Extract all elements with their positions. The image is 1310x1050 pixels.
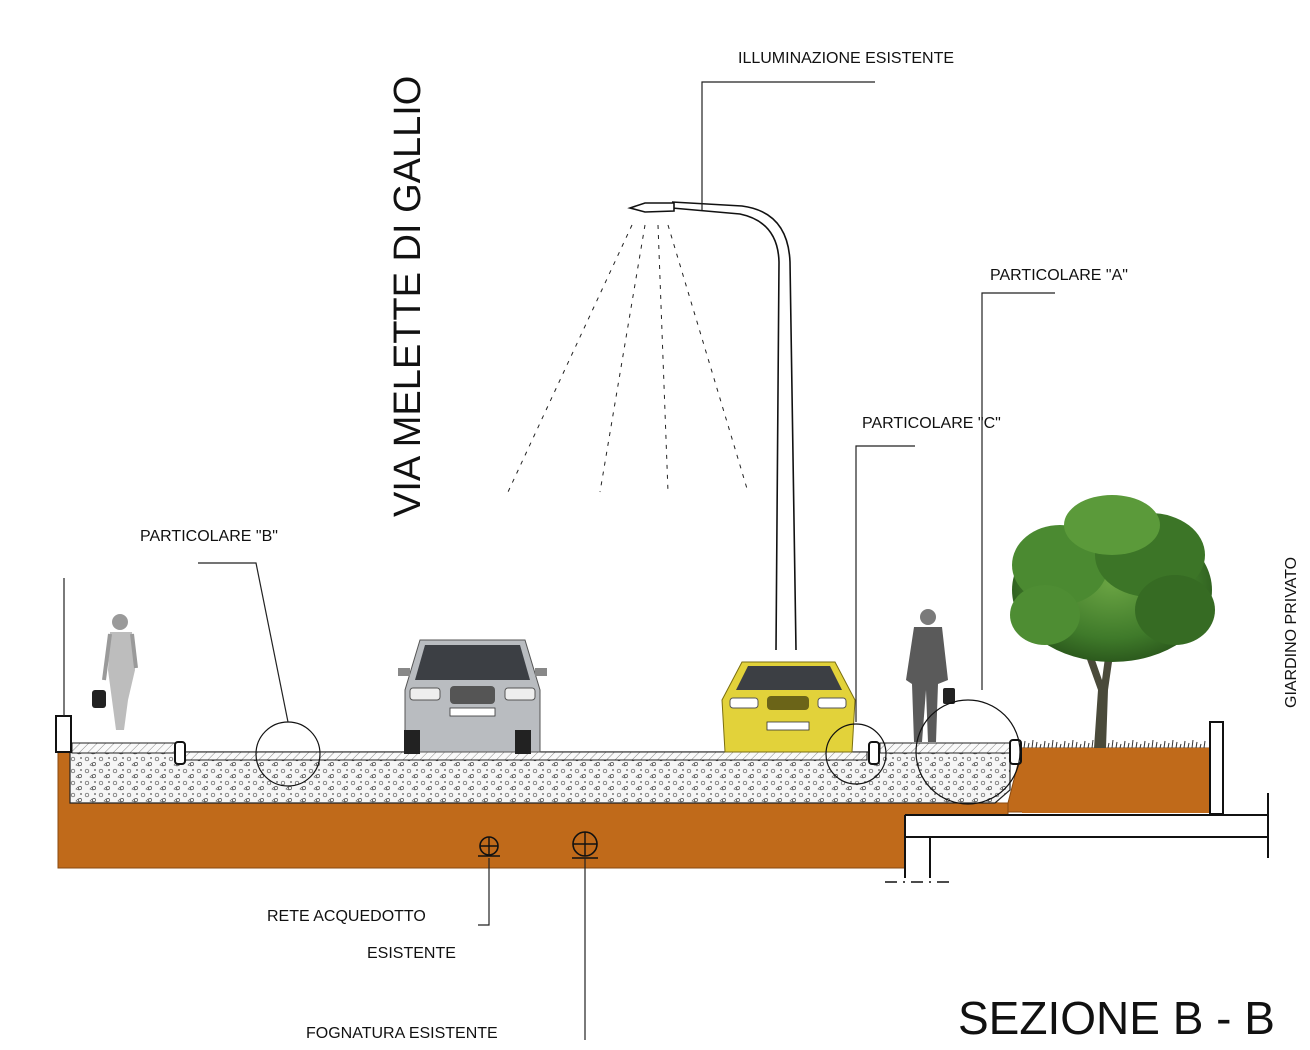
tree-icon <box>1010 495 1215 748</box>
pedestrian-woman-icon <box>92 614 138 730</box>
label-detail-c: PARTICOLARE "C" <box>862 415 1001 432</box>
water-pipe-icon <box>478 836 500 857</box>
curbs <box>55 578 1022 765</box>
label-water-line-2: ESISTENTE <box>367 945 456 962</box>
detail-a-circle <box>915 699 1021 805</box>
label-detail-b: PARTICOLARE "B" <box>140 528 278 545</box>
section-title: SEZIONE B - B <box>958 992 1275 1044</box>
grass <box>1023 739 1206 749</box>
street-lamp-icon <box>627 201 797 651</box>
boundary-wall <box>885 721 1269 883</box>
light-beams <box>507 224 749 493</box>
pedestrian-man-icon <box>906 609 955 742</box>
label-water-line-1: RETE ACQUEDOTTO <box>267 908 426 925</box>
label-lighting: ILLUMINAZIONE ESISTENTE <box>738 50 954 67</box>
leader-lines <box>198 81 1055 1040</box>
car-silver-icon <box>398 639 547 754</box>
street-name: VIA MELETTE DI GALLIO <box>387 76 429 517</box>
label-detail-a: PARTICOLARE "A" <box>990 267 1128 284</box>
sewer-pipe-icon <box>572 831 598 859</box>
label-sewer: FOGNATURA ESISTENTE <box>306 1025 498 1042</box>
side-label: GIARDINO PRIVATO <box>1283 557 1300 708</box>
detail-c-circle <box>825 723 887 785</box>
car-yellow-icon <box>721 661 856 753</box>
